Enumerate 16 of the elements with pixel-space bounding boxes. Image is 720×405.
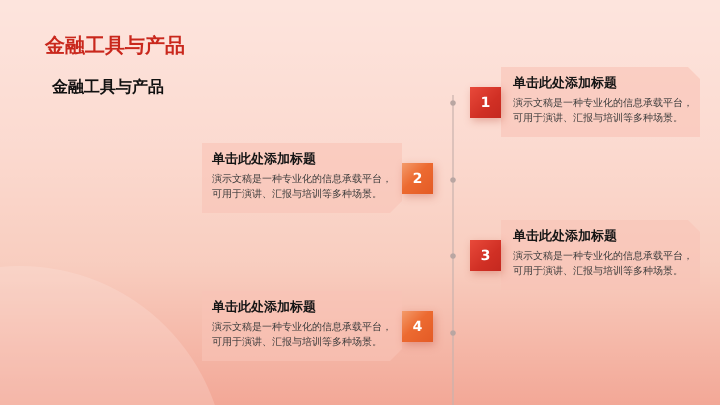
card-title: 单击此处添加标题 (212, 152, 316, 168)
number-marker: 3 (470, 240, 501, 271)
card-title: 单击此处添加标题 (212, 300, 316, 316)
card-title: 单击此处添加标题 (513, 229, 617, 246)
number-marker: 2 (402, 163, 433, 194)
text-card (501, 67, 700, 137)
card-title: 单击此处添加标题 (513, 76, 617, 92)
subtitle: 金融工具与产品 (52, 77, 164, 96)
slide-title: 金融工具与产品 (45, 33, 185, 57)
card-description: 演示文稿是一种专业化的信息承载平台，可用于演讲、汇报与培训等多种场景。 (513, 250, 694, 278)
text-card (202, 143, 402, 213)
card-description: 演示文稿是一种专业化的信息承载平台，可用于演讲、汇报与培训等多种场景。 (212, 321, 393, 350)
card-description: 演示文稿是一种专业化的信息承载平台，可用于演讲、汇报与培训等多种场景。 (212, 173, 393, 202)
number-marker: 1 (470, 87, 501, 118)
number-marker: 4 (402, 311, 433, 342)
card-description: 演示文稿是一种专业化的信息承载平台，可用于演讲、汇报与培训等多种场景。 (513, 97, 694, 126)
